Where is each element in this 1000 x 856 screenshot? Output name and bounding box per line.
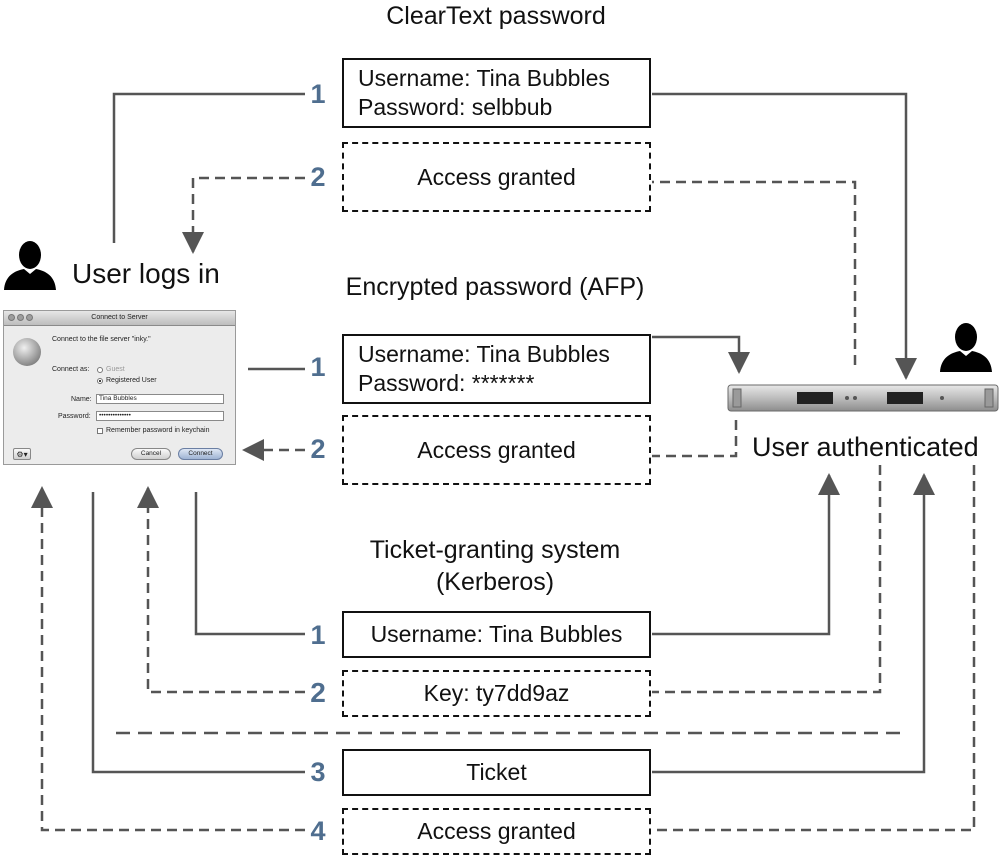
connect-button[interactable]: Connect: [178, 448, 223, 460]
kerberos-access-box: Access granted: [342, 808, 651, 855]
cleartext-username: Username: Tina Bubbles: [358, 65, 610, 91]
registered-user-label: Registered User: [106, 377, 157, 384]
connect-to-server-dialog: Connect to Server Connect to the file se…: [3, 310, 236, 465]
kerberos-username: Username: Tina Bubbles: [370, 621, 623, 647]
gear-icon[interactable]: ⚙▾: [13, 448, 31, 460]
kerberos-ticket: Ticket: [466, 759, 527, 785]
encrypted-access-box: Access granted: [342, 415, 651, 485]
step-number-1: 1: [310, 620, 326, 650]
guest-label: Guest: [106, 366, 125, 373]
cleartext-access-box: Access granted: [342, 142, 651, 212]
step-number-2: 2: [310, 162, 326, 192]
kerberos-access-line: [652, 465, 976, 832]
kerberos-username-box: Username: Tina Bubbles: [342, 611, 651, 658]
user-logs-in-label: User logs in: [72, 258, 220, 289]
kerberos-key-box: Key: ty7dd9az: [342, 670, 651, 717]
kerberos-title-line1: Ticket-granting system: [369, 536, 621, 564]
remember-password-checkbox[interactable]: [97, 428, 103, 434]
kerberos-ticket-box: Ticket: [342, 749, 651, 796]
step-number-1: 1: [310, 352, 326, 382]
person-silhouette-icon: [940, 323, 992, 372]
cancel-button[interactable]: Cancel: [131, 448, 171, 460]
minimize-window-button[interactable]: [17, 314, 24, 321]
user-authenticated-label: User authenticated: [752, 432, 979, 462]
encrypted-username: Username: Tina Bubbles: [358, 341, 610, 367]
step-number-1: 1: [310, 79, 326, 109]
step-number-4: 4: [310, 816, 326, 846]
kerberos-access-to-user-line: [31, 486, 305, 832]
step-number-2: 2: [310, 677, 326, 708]
cleartext-to-server-line: [652, 92, 917, 380]
dialog-message: Connect to the file server "inky.": [52, 336, 151, 343]
encrypted-title: Encrypted password (AFP): [345, 273, 645, 301]
kerberos-key: Key: ty7dd9az: [423, 680, 570, 706]
encrypted-grant-line: [652, 420, 738, 458]
registered-user-radio[interactable]: [97, 378, 103, 384]
encrypted-to-server-line: [652, 335, 750, 374]
step-number-2: 2: [310, 434, 326, 464]
name-label: Name:: [71, 396, 92, 403]
kerberos-to-server-line: [652, 473, 840, 636]
cleartext-password: Password: selbbub: [358, 94, 553, 120]
encrypted-credentials-box: Username: Tina Bubbles Password: *******: [342, 334, 651, 404]
kerberos-access-text: Access granted: [417, 818, 576, 844]
kerberos-ticket-line: [91, 492, 305, 774]
encrypted-access-text: Access granted: [417, 436, 576, 463]
cleartext-access-text: Access granted: [417, 163, 576, 190]
guest-radio[interactable]: [97, 367, 103, 373]
zoom-window-button[interactable]: [26, 314, 33, 321]
cleartext-grant-to-user-line: [182, 176, 305, 254]
cleartext-request-line: [112, 92, 305, 243]
kerberos-key-line: [652, 465, 882, 694]
encrypted-password: Password: *******: [358, 370, 535, 396]
person-silhouette-icon: [4, 241, 56, 290]
kerberos-request-line: [194, 492, 305, 636]
kerberos-key-to-user-line: [137, 486, 305, 694]
cleartext-title: ClearText password: [386, 2, 606, 30]
name-field[interactable]: Tina Bubbles: [96, 394, 224, 404]
cleartext-credentials-box: Username: Tina Bubbles Password: selbbub: [342, 58, 651, 128]
password-field[interactable]: ••••••••••••••: [96, 411, 224, 421]
rack-server-icon: [727, 384, 999, 412]
password-label: Password:: [58, 413, 91, 420]
remember-password-label: Remember password in keychain: [106, 427, 210, 434]
step-number-3: 3: [310, 757, 326, 787]
cleartext-grant-line: [652, 180, 857, 365]
network-globe-icon: [13, 338, 41, 366]
close-window-button[interactable]: [8, 314, 15, 321]
dialog-title: Connect to Server: [91, 314, 148, 321]
kerberos-title-line2: (Kerberos): [435, 568, 555, 596]
connect-as-label: Connect as:: [52, 366, 90, 373]
dialog-titlebar: Connect to Server: [4, 311, 235, 326]
kerberos-ticket-to-server-line: [652, 473, 935, 774]
